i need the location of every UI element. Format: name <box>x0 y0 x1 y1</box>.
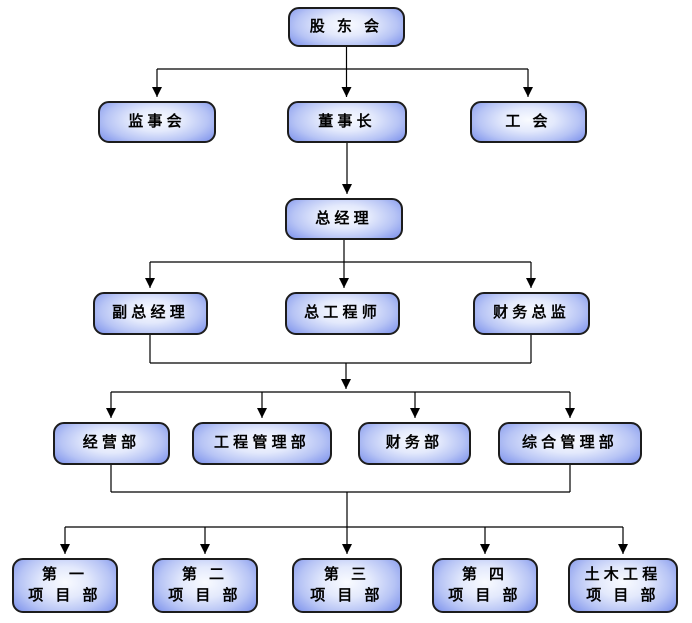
org-node-label-line2: 项 目 部 <box>448 587 522 604</box>
org-node-engineering-mgmt-dept: 工程管理部 <box>192 422 332 465</box>
org-node-label-line2: 项 目 部 <box>28 587 102 604</box>
org-node-project-dept-3: 第 三 项 目 部 <box>292 558 402 613</box>
org-node-label: 股 东 会 <box>309 18 384 35</box>
org-node-civil-engineering-project-dept: 土木工程 项 目 部 <box>568 558 678 613</box>
org-node-business-dept: 经营部 <box>53 422 170 465</box>
org-node-finance-director: 财务总监 <box>473 292 590 335</box>
org-node-label-line1: 第 三 <box>323 567 371 584</box>
org-node-label: 工 会 <box>505 113 552 130</box>
org-node-general-mgmt-dept: 综合管理部 <box>498 422 642 465</box>
org-node-label: 综合管理部 <box>521 435 618 452</box>
org-node-chief-engineer: 总工程师 <box>285 292 400 335</box>
org-node-label-line1: 第 四 <box>461 567 509 584</box>
org-node-label: 董事长 <box>318 113 376 130</box>
org-node-label: 经营部 <box>82 435 141 452</box>
org-node-label-line2: 项 目 部 <box>168 587 242 604</box>
org-node-label-line1: 土木工程 <box>584 567 662 584</box>
org-node-shareholders: 股 东 会 <box>288 7 405 47</box>
org-node-label: 总工程师 <box>304 305 381 322</box>
org-node-labor-union: 工 会 <box>470 101 587 143</box>
org-node-chairman: 董事长 <box>287 101 407 143</box>
org-node-label: 总经理 <box>315 210 373 227</box>
org-node-supervisory-board: 监事会 <box>98 101 216 143</box>
org-node-label: 财务总监 <box>493 305 570 322</box>
org-node-project-dept-1: 第 一 项 目 部 <box>12 558 118 613</box>
org-node-general-manager: 总经理 <box>285 198 403 240</box>
org-node-project-dept-2: 第 二 项 目 部 <box>152 558 258 613</box>
org-node-label: 副总经理 <box>112 305 189 322</box>
org-node-label-line1: 第 二 <box>181 567 229 584</box>
org-node-label-line2: 项 目 部 <box>310 587 384 604</box>
org-node-label: 财务部 <box>385 435 444 452</box>
org-node-label: 工程管理部 <box>213 435 310 452</box>
org-node-label: 监事会 <box>128 113 186 130</box>
org-node-project-dept-4: 第 四 项 目 部 <box>432 558 538 613</box>
org-node-label-line2: 项 目 部 <box>586 587 660 604</box>
org-node-label-line1: 第 一 <box>41 567 89 584</box>
org-node-deputy-general-manager: 副总经理 <box>93 292 208 335</box>
org-node-finance-dept: 财务部 <box>358 422 471 465</box>
